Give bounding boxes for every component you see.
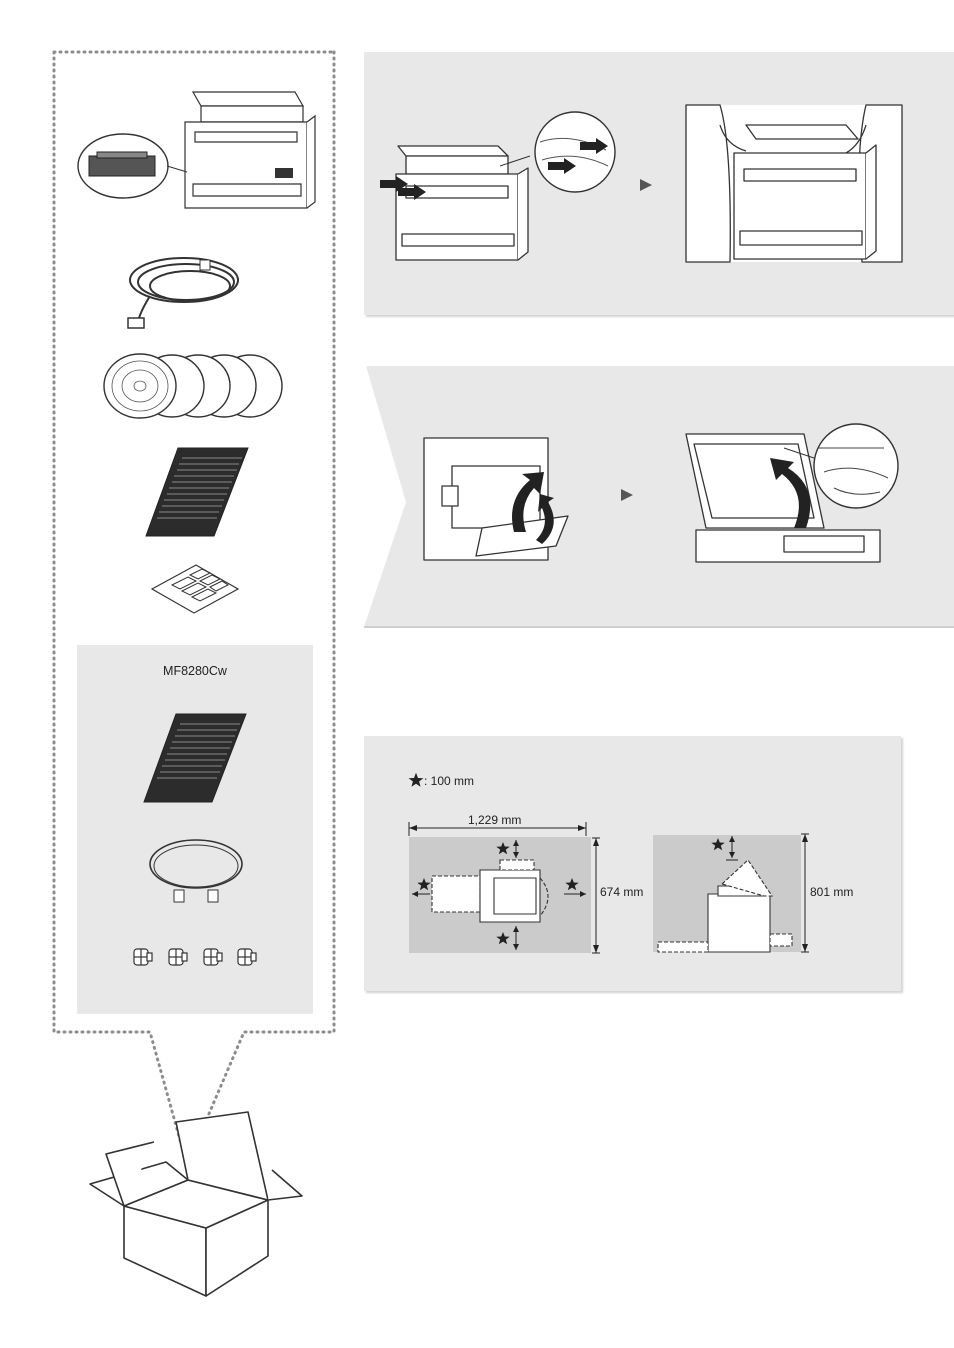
next-step-arrow-icon-2 xyxy=(619,487,635,503)
model-name: MF8280Cw xyxy=(77,664,313,678)
width-dimension: 1,229 mm xyxy=(468,813,521,827)
side-view-space-diagram xyxy=(652,830,817,958)
ferrite-cores-illustration xyxy=(130,945,260,969)
manual-booklet-illustration xyxy=(144,446,250,538)
model-manual-booklet-illustration xyxy=(142,712,248,804)
open-box-illustration xyxy=(88,1108,304,1298)
height-dimension: 801 mm xyxy=(810,885,853,899)
top-view-space-diagram xyxy=(404,822,604,960)
depth-dimension: 674 mm xyxy=(600,885,643,899)
star-icon xyxy=(408,772,424,788)
power-cord-illustration xyxy=(120,252,250,334)
printer-with-toner-illustration xyxy=(75,80,320,220)
lan-cable-illustration xyxy=(146,836,246,908)
star-legend: : 100 mm xyxy=(424,774,474,788)
two-people-carrying-illustration xyxy=(686,105,902,262)
next-step-arrow-icon xyxy=(638,177,654,193)
rear-cover-open-illustration xyxy=(422,436,572,561)
label-sheet-illustration xyxy=(150,563,240,615)
cd-rom-discs-illustration xyxy=(102,353,284,419)
printer-handles-illustration xyxy=(380,110,616,262)
feeder-lid-open-illustration xyxy=(684,418,900,563)
